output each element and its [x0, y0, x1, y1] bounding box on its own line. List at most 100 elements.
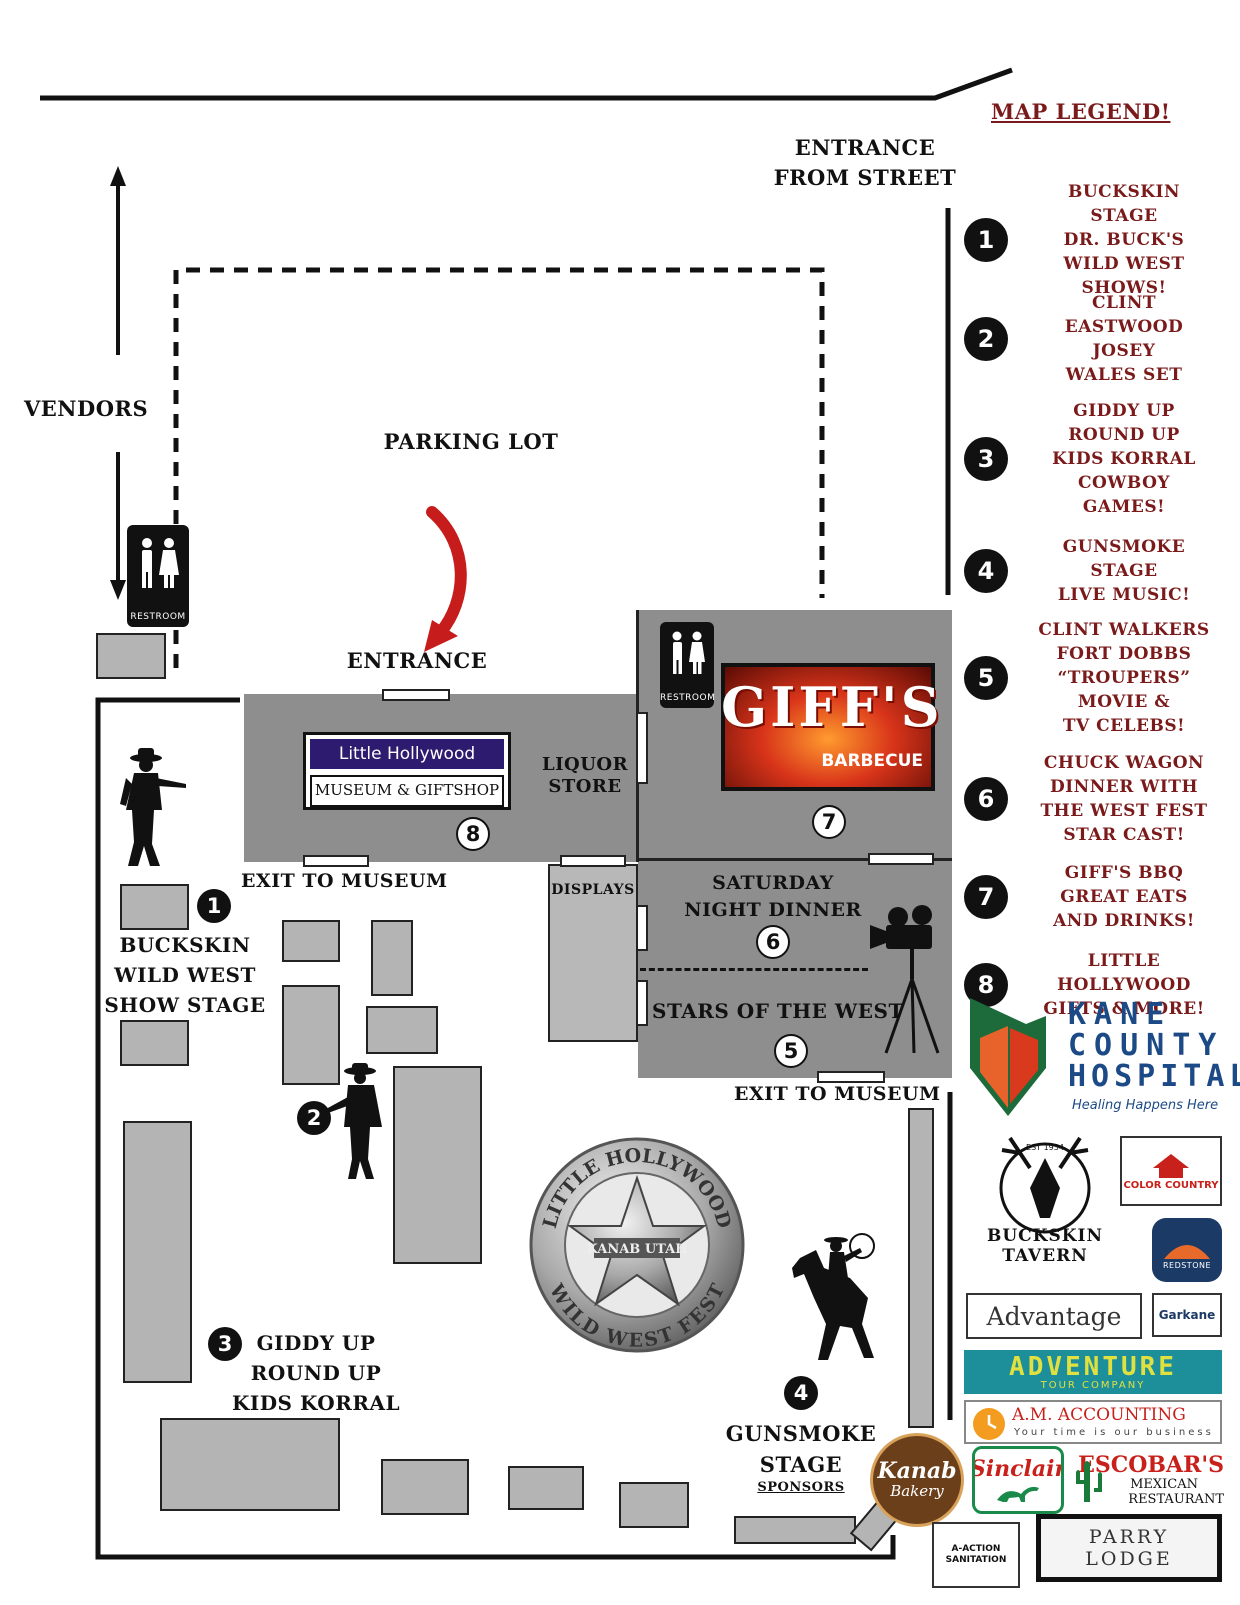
- rearing-horse-rider-icon: [792, 1233, 875, 1360]
- legend-number: 8: [964, 963, 1008, 1007]
- booth: [908, 1108, 934, 1428]
- legend-number: 6: [964, 777, 1008, 821]
- legend-line: LITTLE: [1087, 951, 1161, 971]
- adventure-tour-logo: ADVENTURE TOUR COMPANY: [964, 1350, 1222, 1394]
- am-accounting-tagline: Your time is our business: [1014, 1427, 1214, 1438]
- restroom-icon: [672, 631, 705, 674]
- entrance-arrowhead: [424, 620, 458, 652]
- legend-line: LIVE MUSIC!: [1057, 585, 1191, 605]
- booth: [282, 920, 340, 962]
- clock-icon: [973, 1408, 1005, 1440]
- legend-line: WALES SET: [1065, 365, 1183, 385]
- legend-line: GREAT EATS: [1060, 887, 1188, 907]
- booth: [160, 1418, 340, 1511]
- legend-line: AND DRINKS!: [1053, 911, 1195, 931]
- exit-to-museum-label: EXIT TO MUSEUM: [734, 1083, 941, 1105]
- redstone-logo: REDSTONE: [1152, 1218, 1222, 1282]
- building-divider-h: [638, 858, 952, 861]
- gunslinger-silhouette-icon: [120, 748, 186, 866]
- vendors-label: VENDORS: [24, 396, 149, 421]
- marker-2: 2: [297, 1101, 331, 1135]
- restroom-sign: RESTROOM: [660, 622, 716, 708]
- legend-line: GUNSMOKE: [1062, 537, 1186, 557]
- booth: [366, 1006, 438, 1054]
- sheriff-badge-logo: LITTLE HOLLYWOOD WILD WEST FEST KANAB UT…: [529, 1137, 745, 1353]
- exit-to-museum-label: EXIT TO MUSEUM: [241, 870, 448, 892]
- josey-wales-silhouette-icon: [326, 1063, 382, 1179]
- sponsors-label: SPONSORS: [757, 1480, 845, 1495]
- displays-label: DISPLAYS: [551, 882, 635, 898]
- legend-line: DR. BUCK'S: [1063, 230, 1185, 250]
- escobars-name: ESCOBAR'S: [1078, 1452, 1224, 1478]
- marker-1: 1: [197, 889, 231, 923]
- film-camera-icon: [870, 905, 940, 1054]
- buckskin-est: EST 1934: [1026, 1143, 1064, 1152]
- restroom-sign: RESTROOM: [127, 525, 189, 627]
- kane-county-hospital-logo: KANE COUNTY HOSPITAL Healing Happens Her…: [966, 998, 1240, 1120]
- marker-3: 3: [208, 1327, 242, 1361]
- dinner-door: [636, 905, 648, 951]
- stars-door: [636, 980, 648, 1026]
- legend-number: 4: [964, 549, 1008, 593]
- legend-number: 7: [964, 875, 1008, 919]
- museum-sign: Little Hollywood MUSEUM & GIFTSHOP: [303, 732, 511, 810]
- sinclair-name: Sinclair: [972, 1456, 1064, 1482]
- kanab-bakery-line-2: Bakery: [890, 1482, 944, 1500]
- street-line: [40, 67, 1013, 101]
- badge-center-text: KANAB UTAH: [586, 1242, 687, 1257]
- legend-line: STAGE: [1090, 206, 1158, 226]
- restroom-label: RESTROOM: [660, 693, 716, 703]
- escobars-sub-2: RESTAURANT: [1128, 1492, 1224, 1507]
- booth: [120, 1020, 189, 1066]
- redstone-name: REDSTONE: [1162, 1260, 1212, 1270]
- giffs-sign-title: GIFF'S: [721, 675, 943, 739]
- legend-line: TV CELEBS!: [1062, 716, 1186, 736]
- legend-number: 1: [964, 218, 1008, 262]
- cactus-icon: [1076, 1461, 1102, 1502]
- legend-line: JOSEY: [1092, 341, 1156, 361]
- museum-exit-door: [303, 855, 369, 867]
- booth: [734, 1516, 856, 1544]
- restroom-label: RESTROOM: [130, 612, 186, 622]
- legend-line: BUCKSKIN: [1067, 182, 1181, 202]
- marker-4: 4: [784, 1376, 818, 1410]
- legend-line: SHOWS!: [1081, 278, 1167, 298]
- legend-number: 3: [964, 437, 1008, 481]
- legend-line: CLINT WALKERS: [1038, 620, 1210, 640]
- entrance-from-street-label: FROM STREET: [773, 165, 957, 190]
- am-accounting-logo: A.M. ACCOUNTING Your time is our busines…: [964, 1400, 1222, 1444]
- legend-line: HOLLYWOOD: [1057, 975, 1191, 995]
- house-icon: [1153, 1153, 1189, 1178]
- sinclair-logo: Sinclair: [972, 1446, 1064, 1514]
- legend-line: DINNER WITH: [1049, 777, 1199, 797]
- booth: [619, 1482, 689, 1528]
- adventure-subtitle: TOUR COMPANY: [1040, 1379, 1146, 1391]
- booth: [381, 1459, 469, 1515]
- restroom-icon: [142, 538, 179, 588]
- dinosaur-icon: [997, 1486, 1039, 1502]
- color-country-logo: COLOR COUNTRY: [1120, 1136, 1222, 1206]
- legend-line: GIDDY UP: [1073, 401, 1175, 421]
- venue-outline: [95, 697, 896, 1560]
- parking-lot-outline: [173, 267, 825, 668]
- buckskin-tavern-name: BUCKSKIN TAVERN: [986, 1226, 1104, 1266]
- entrance-from-street-label: ENTRANCE: [794, 135, 936, 160]
- stars-exit-door: [817, 1071, 885, 1083]
- booth: [123, 1121, 192, 1383]
- legend-line: COWBOY: [1077, 473, 1171, 493]
- adventure-title: ADVENTURE: [1009, 1351, 1177, 1382]
- am-accounting-name: A.M. ACCOUNTING: [1012, 1405, 1186, 1425]
- legend-line: “TROUPERS”: [1057, 668, 1191, 688]
- museum-entrance-door: [382, 689, 450, 701]
- action-sanitation-logo: A-ACTION SANITATION: [932, 1522, 1020, 1588]
- legend-title: MAP LEGEND!: [991, 99, 1171, 124]
- legend-line: WILD WEST: [1063, 254, 1185, 274]
- legend-line: KIDS KORRAL: [1052, 449, 1196, 469]
- color-country-name: COLOR COUNTRY: [1123, 1179, 1219, 1191]
